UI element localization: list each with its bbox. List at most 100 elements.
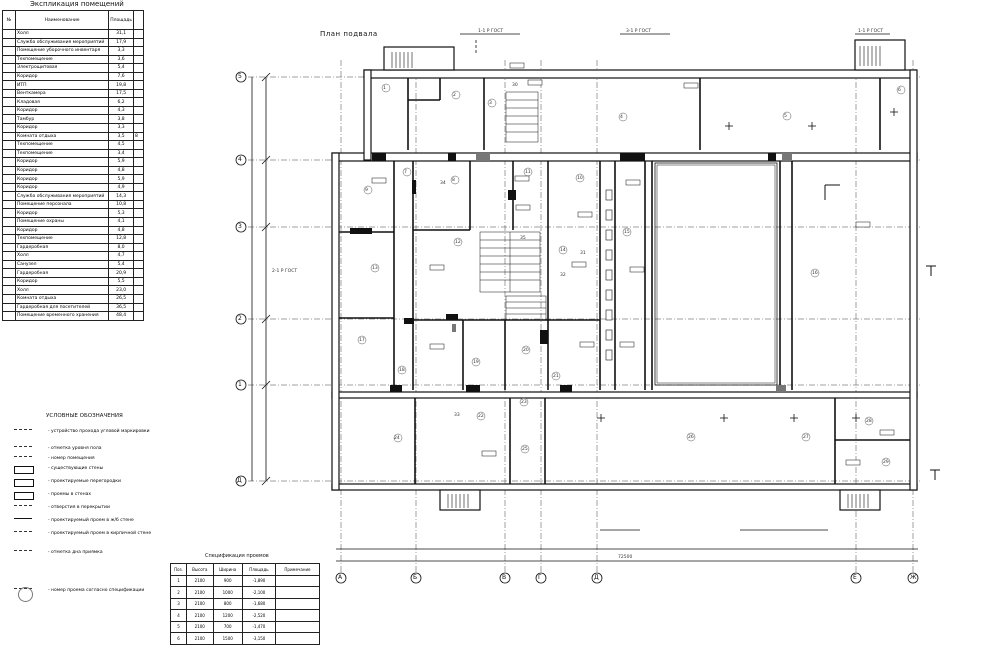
opening-cell [274,609,321,622]
col-note-header [133,10,144,30]
room-number-label: 4 [620,115,623,120]
col-name-header: Наименование [14,10,110,30]
room-number-label: 30 [512,83,518,88]
legend-title: УСЛОВНЫЕ ОБОЗНАЧЕНИЯ [46,413,123,419]
axis-row-label: 4 [238,156,242,163]
room-number-label: 18 [399,368,405,373]
axis-row-label: 3 [238,223,242,230]
axis-col-label: Б [413,574,418,581]
legend-text: - устройство прохода угловой маркировки [48,429,150,434]
section-mark-1: 1-1 Р ГОСТ [478,29,504,34]
axis-col-label: В [502,574,507,581]
col-area-header: Площадь [108,10,134,30]
room-number-label: 3 [489,101,492,106]
opening-cell: 1000 [212,586,243,599]
room-number-label: 33 [454,413,460,418]
room-number-label: 17 [359,338,365,343]
opening-cell [274,597,321,610]
axis-col-label: А [338,574,343,581]
opening-cell: 800 [212,597,243,610]
room-number-label: 15 [624,230,630,235]
plan-title: План подвала [320,30,378,38]
opening-col-header: Примечание [274,563,321,576]
room-number-label: 13 [372,266,378,271]
room-number-label: 11 [525,170,531,175]
axis-col-label: Е [853,574,857,581]
room-number-label: 31 [580,251,586,256]
opening-cell [274,574,321,587]
axis-col-label: Ж [910,574,917,581]
legend-symbol [14,446,32,453]
room-number-label: 25 [522,447,528,452]
opening-cell: 4 [170,609,187,622]
room-number-label: 14 [560,248,566,253]
legend-text: - существующие стены [48,466,104,471]
opening-cell: 1 [170,574,187,587]
room-row-name: Помещение временного хранения [14,311,110,321]
opening-cell [274,586,321,599]
legend-text: - номер проема согласно спецификации [48,588,145,593]
room-number-label: 6 [898,88,901,93]
axis-col-label: Д [594,574,599,581]
axis-col-label: Г [538,574,542,581]
section-mark-3: 2-1 Р ГОСТ [272,269,298,274]
axis-row-label: 2 [238,315,242,322]
opening-col-header: Поз. [170,563,187,576]
room-number-label: 10 [577,176,583,181]
legend-symbol [14,550,32,557]
opening-cell: 700 [212,620,243,633]
room-number-label: 20 [523,348,529,353]
room-number-label: 29 [883,460,889,465]
room-number-label: 23 [521,400,527,405]
room-table-title: Экспликация помещений [30,0,124,8]
opening-cell: 2 [170,586,187,599]
legend-text: - отметка уровня пола [48,446,102,451]
room-number-label: 7 [404,170,407,175]
opening-cell: -2,100 [241,586,276,599]
legend-symbol [14,518,32,525]
opening-cell: 1200 [212,609,243,622]
legend-text: - проектируемый проем в кирпичной стене [48,531,152,536]
section-mark-2: 3-1 Р ГОСТ [626,29,652,34]
axis-row-label: Д [237,477,242,484]
axis-row-label: 1 [238,381,242,388]
room-number-label: 26 [688,435,694,440]
window-table-title: Спецификация проемов [205,553,269,559]
room-number-label: 21 [553,374,559,379]
opening-cell: 3 [170,597,187,610]
legend-text: - отверстия в перекрытии [48,505,110,510]
legend-symbol [14,429,32,436]
room-number-label: 1 [383,86,386,91]
legend-text: - проектируемый проем в ж/б стене [48,518,134,523]
room-number-label: 8 [452,178,455,183]
room-number-label: 12 [455,240,461,245]
overall-dimension: 72500 [618,555,633,560]
room-row-note [133,311,144,321]
legend-text: - отметка дна приямка [48,550,103,555]
room-number-label: 35 [520,236,526,241]
section-mark-4: 1-1 Р ГОСТ [858,29,884,34]
axis-row-label: 5 [238,73,242,80]
opening-number-symbol [18,587,33,602]
legend-symbol [14,505,32,512]
opening-cell [274,620,321,633]
legend-text: - проектируемые перегородки [48,479,121,484]
room-number-label: 27 [803,435,809,440]
legend-symbol [14,456,32,463]
opening-col-header: Ширина [212,563,243,576]
legend-symbol [14,466,34,474]
legend-text: - проемы в стенах [48,492,92,497]
room-number-label: 2 [453,93,456,98]
room-number-label: 34 [440,181,446,186]
room-number-label: 32 [560,273,566,278]
legend-symbol [14,531,32,538]
room-number-label: 5 [784,114,787,119]
legend-symbol [14,479,34,487]
legend-symbol [14,492,34,500]
